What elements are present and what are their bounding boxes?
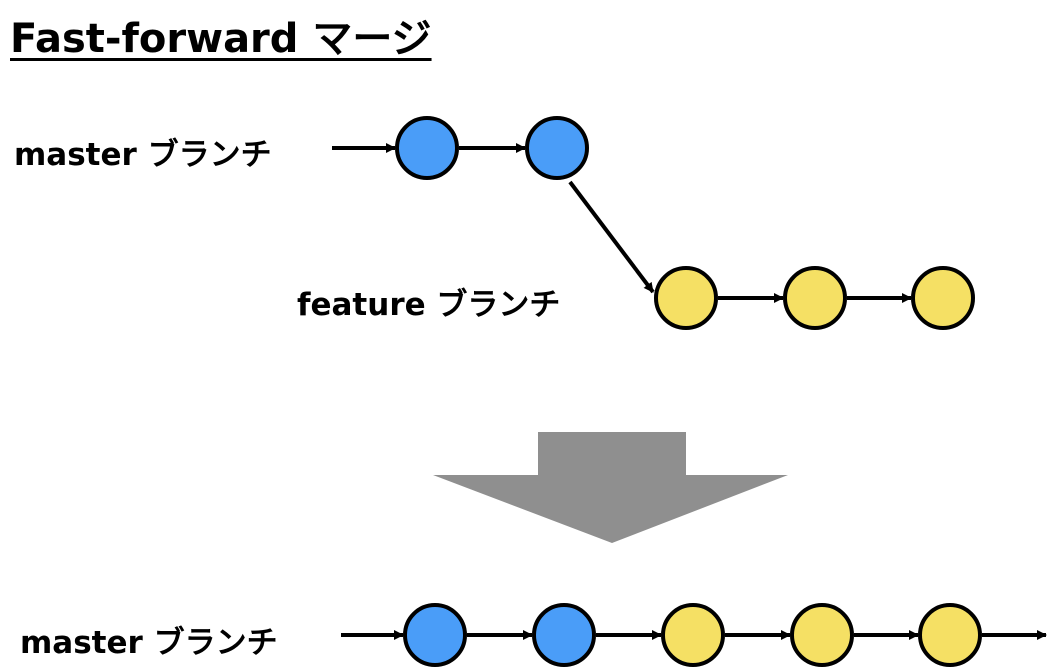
merged-master-commit-2 (532, 603, 596, 667)
down-arrow-icon (433, 432, 788, 543)
feature-branch-label: feature ブランチ (297, 287, 561, 323)
feature-commit-2 (783, 266, 847, 330)
merged-feature-commit-1 (661, 603, 725, 667)
feature-branch (568, 180, 975, 330)
merged-feature-commit-3 (918, 603, 982, 667)
merged-master-commit-1 (403, 603, 467, 667)
master-commit-1 (395, 116, 459, 180)
feature-commit-3 (911, 266, 975, 330)
page-title: Fast-forward マージ (10, 16, 432, 62)
master-branch-after (341, 603, 1047, 667)
branch-off-arrow (568, 180, 655, 294)
master-branch-before (332, 116, 589, 180)
master-branch-label-before: master ブランチ (14, 137, 272, 173)
master-branch-label-after: master ブランチ (20, 625, 278, 661)
feature-commit-1 (654, 266, 718, 330)
master-commit-2 (525, 116, 589, 180)
merged-feature-commit-2 (790, 603, 854, 667)
